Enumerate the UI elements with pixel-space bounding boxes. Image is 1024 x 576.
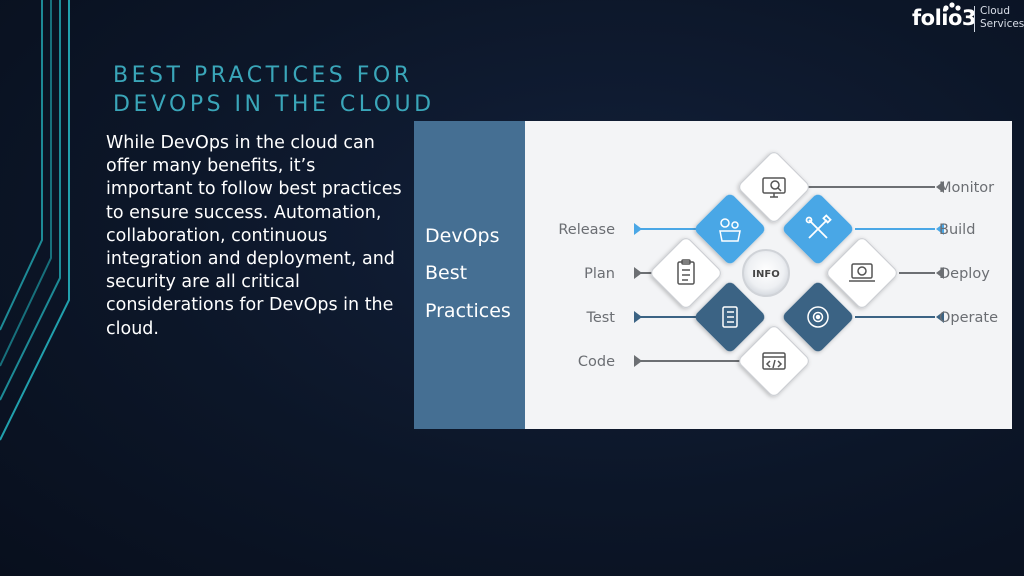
logo-divider bbox=[974, 6, 975, 32]
diamond-operate bbox=[783, 282, 853, 352]
diamond-code bbox=[739, 326, 809, 396]
diamond-monitor bbox=[739, 152, 809, 222]
diamond-build bbox=[783, 194, 853, 264]
body-paragraph: While DevOps in the cloud can offer many… bbox=[106, 133, 402, 339]
arrow-operate-icon bbox=[936, 311, 944, 323]
label-deploy: Deploy bbox=[939, 266, 990, 282]
clipboard-icon bbox=[677, 259, 695, 285]
arrow-deploy-icon bbox=[936, 267, 944, 279]
diagram-canvas: INFO Release Plan Test Code Monitor Buil… bbox=[558, 152, 998, 396]
center-info-label: INFO bbox=[752, 269, 779, 280]
arrow-test-icon bbox=[634, 311, 642, 323]
slide-title: BEST PRACTICES FOR DEVOPS IN THE CLOUD bbox=[113, 61, 435, 119]
panel-word-devops: DevOps bbox=[425, 225, 500, 247]
arrow-release-icon bbox=[634, 223, 642, 235]
diamond-release bbox=[695, 194, 765, 264]
document-list-icon bbox=[722, 306, 738, 328]
logo-wordmark: folio3 bbox=[912, 6, 977, 30]
brand-logo: folio3 Cloud Services bbox=[904, 0, 1024, 40]
gears-box-icon bbox=[719, 218, 741, 242]
logo-subtitle-line2: Services bbox=[980, 18, 1024, 30]
panel-word-practices: Practices bbox=[425, 300, 511, 322]
label-test: Test bbox=[585, 310, 615, 326]
decorative-lines bbox=[0, 0, 70, 441]
label-build: Build bbox=[939, 222, 975, 238]
tools-icon bbox=[805, 214, 832, 239]
monitor-search-icon bbox=[762, 177, 786, 198]
arrow-plan-icon bbox=[634, 267, 642, 279]
code-window-icon bbox=[762, 352, 786, 370]
slide-title-line2: DEVOPS IN THE CLOUD bbox=[113, 92, 435, 117]
settings-cycle-icon bbox=[807, 306, 829, 328]
arrow-monitor-icon bbox=[936, 181, 944, 193]
diamond-test bbox=[695, 282, 765, 352]
label-release: Release bbox=[558, 222, 615, 238]
logo-dots-icon bbox=[943, 2, 961, 11]
center-info-circle: INFO bbox=[742, 249, 790, 297]
logo-subtitle: Cloud Services bbox=[980, 5, 1024, 31]
diamond-deploy bbox=[827, 238, 897, 308]
arrow-code-icon bbox=[634, 355, 642, 367]
laptop-globe-icon bbox=[849, 263, 875, 282]
infographic-side-panel: DevOps Best Practices bbox=[414, 121, 525, 429]
panel-word-best: Best bbox=[425, 262, 468, 284]
diamond-plan bbox=[651, 238, 721, 308]
devops-infographic: DevOps Best Practices bbox=[414, 121, 1012, 429]
slide-title-line1: BEST PRACTICES FOR bbox=[113, 63, 413, 88]
arrow-build-icon bbox=[936, 223, 944, 235]
label-monitor: Monitor bbox=[939, 180, 994, 196]
label-code: Code bbox=[578, 354, 615, 370]
logo-subtitle-line1: Cloud bbox=[980, 5, 1010, 17]
label-operate: Operate bbox=[939, 310, 998, 326]
label-plan: Plan bbox=[584, 266, 615, 282]
infographic-diagram-panel: INFO Release Plan Test Code Monitor Buil… bbox=[525, 121, 1012, 429]
